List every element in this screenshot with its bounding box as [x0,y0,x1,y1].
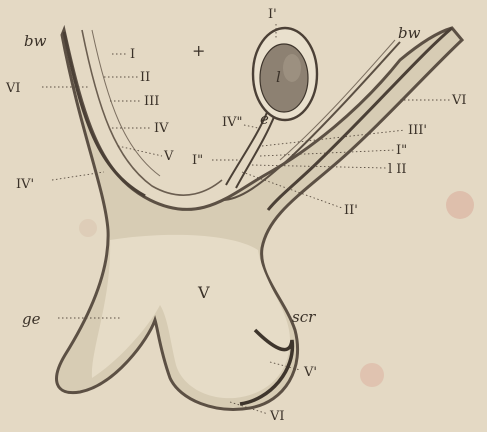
label-I-dblprime-left: I" [192,153,203,168]
label-IV-dblprime: IV" [222,115,243,130]
label-V-prime: V' [303,365,317,380]
label-V-center: V [197,283,210,302]
vesicle-inner [260,44,308,112]
label-IV: IV [154,121,169,136]
label-V: V [163,149,174,164]
vesicle-highlight [283,54,301,82]
label-cross: + [192,41,205,60]
label-l-II: l II [388,162,407,177]
label-I: I [130,47,135,62]
label-II-prime: II' [344,203,358,218]
label-VI-bottom: VI [269,409,285,424]
paper-stain [79,219,97,237]
label-e: e [260,110,269,128]
label-scr: scr [292,308,316,326]
label-VI-left: VI [5,81,21,96]
label-I-dblprime-right: I" [396,143,407,158]
label-bw-left: bw [24,32,47,50]
label-VI-right: VI [451,93,467,108]
label-I-prime: I' [268,7,277,22]
label-IV-prime: IV' [16,177,34,192]
label-III-prime: III' [408,123,427,138]
label-II: II [140,70,150,85]
label-l: l [276,68,281,86]
label-III: III [144,94,159,109]
paper-stain [360,363,384,387]
label-ge: ge [22,310,41,328]
label-bw-right: bw [398,24,421,42]
paper-stain [446,191,474,219]
